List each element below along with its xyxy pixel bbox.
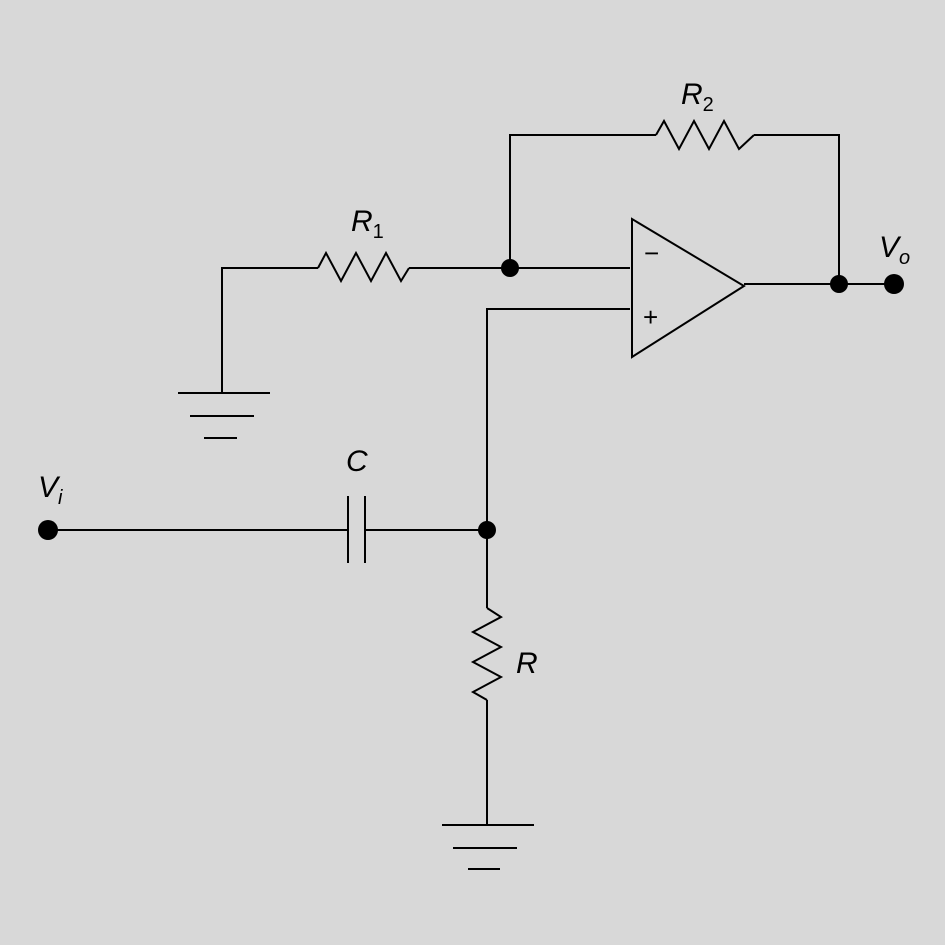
capacitor-label: C	[346, 445, 368, 478]
ground-symbol-1	[178, 392, 270, 439]
r2-left-wire	[509, 134, 656, 268]
r1-branch: R1	[221, 205, 630, 393]
r1-resistor	[317, 250, 410, 284]
r2-resistor	[655, 118, 755, 152]
vi-label: Vi	[38, 471, 63, 509]
noninverting-input-wire	[486, 308, 630, 530]
r2-label: R2	[681, 78, 714, 116]
r-resistor	[470, 607, 504, 701]
r1-ground-wire	[221, 267, 318, 393]
capacitor	[347, 496, 366, 563]
r-branch: R	[470, 530, 538, 825]
noninverting-input-symbol: +	[643, 302, 658, 332]
r1-label: R1	[351, 205, 384, 243]
op-amp: − +	[631, 217, 746, 359]
output-junction	[830, 275, 848, 293]
r2-feedback: R2	[509, 78, 840, 284]
vo-terminal[interactable]	[884, 274, 904, 294]
inverting-input-symbol: −	[644, 238, 659, 268]
inverting-junction	[501, 259, 519, 277]
vo-label: Vo	[879, 231, 910, 269]
op-amp-triangle	[631, 217, 746, 359]
input-branch: Vi C	[38, 445, 487, 563]
r2-right-wire	[754, 134, 840, 284]
r-label: R	[516, 647, 538, 680]
ground-symbol-2	[442, 824, 534, 870]
output-branch: Vo	[744, 231, 910, 294]
